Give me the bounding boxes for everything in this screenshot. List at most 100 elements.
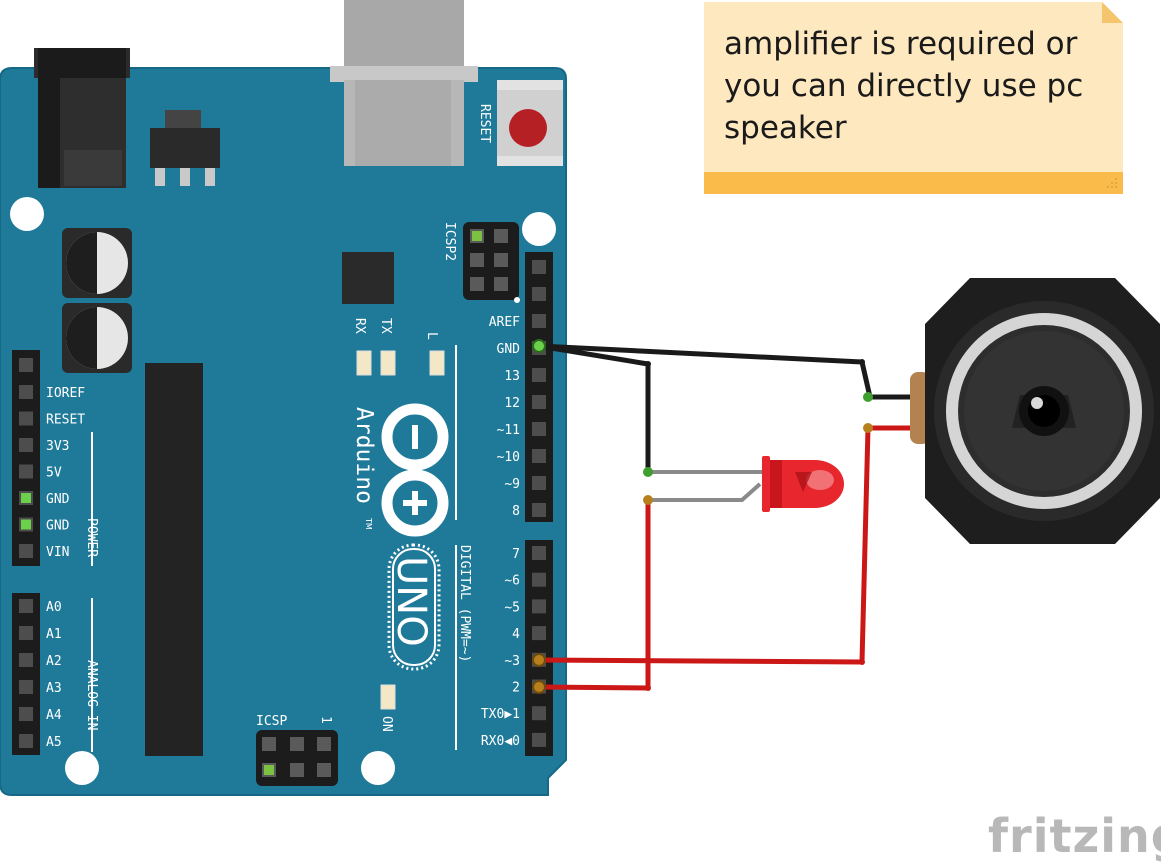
pin-label: A5	[46, 735, 62, 750]
pin-label: 8	[512, 504, 520, 519]
pin-label: ~6	[504, 574, 520, 589]
header-pin	[532, 626, 546, 641]
pin-label: ~9	[504, 477, 520, 492]
usb-connector	[330, 0, 478, 166]
pin-label: A2	[46, 654, 62, 669]
on-led	[380, 684, 396, 710]
header-pin	[532, 368, 546, 382]
pin-connected	[21, 493, 31, 503]
icsp2-header	[463, 222, 519, 300]
note-line: you can directly use pc	[724, 68, 1083, 104]
l-label: L	[424, 332, 439, 340]
reset-button[interactable]	[497, 80, 563, 166]
red-led	[762, 456, 844, 512]
header-pin	[532, 449, 546, 463]
arduino-board: RESET ICSP2 RX TX L Arduino	[0, 0, 567, 796]
header-pin	[532, 572, 546, 587]
header-pin	[19, 626, 33, 640]
header-pin	[532, 732, 546, 747]
icsp-header	[256, 730, 338, 786]
header-pin	[532, 599, 546, 614]
digital-group-label: DIGITAL (PWM=~)	[457, 545, 472, 662]
pin-label: A1	[46, 627, 62, 642]
header-pin	[532, 546, 546, 560]
header-pin	[532, 395, 546, 409]
wire-gnd-speaker	[538, 343, 920, 400]
header-pin	[532, 503, 546, 517]
header-pin	[532, 260, 546, 274]
header-pin	[19, 680, 33, 694]
header-pin	[532, 422, 546, 436]
header-pin	[19, 464, 33, 479]
pin-label: RESET	[46, 413, 85, 428]
header-pin	[19, 599, 33, 613]
header-pin	[19, 438, 33, 452]
pin-label: VIN	[46, 545, 69, 560]
board-pcb	[0, 67, 567, 796]
voltage-regulator	[150, 110, 220, 186]
note: amplifier is required or you can directl…	[704, 2, 1123, 194]
mount-hole	[361, 751, 395, 785]
pin-label: ~3	[504, 654, 520, 669]
digital-header-bottom	[525, 540, 553, 756]
wire-pin3-speaker	[538, 425, 920, 665]
pin-connected	[21, 519, 31, 530]
pin-label: 3V3	[46, 439, 69, 454]
rx-label: RX	[352, 318, 367, 334]
pin-label: IOREF	[46, 386, 85, 401]
fritzing-watermark: fritzing	[988, 809, 1161, 863]
icsp-pin1-label: 1	[318, 716, 333, 724]
wires	[532, 339, 920, 694]
l-led	[429, 350, 445, 376]
power-header	[12, 350, 40, 566]
tx-label: TX	[378, 318, 393, 334]
on-label: ON	[379, 716, 394, 732]
note-line: speaker	[724, 110, 847, 146]
icsp2-label: ICSP2	[442, 222, 457, 261]
pin-label: GND	[46, 492, 70, 507]
header-pin	[532, 476, 546, 490]
power-group-label: POWER	[84, 518, 99, 557]
arduino-logo	[381, 403, 449, 537]
pin-label: GND	[497, 342, 521, 357]
reset-label: RESET	[477, 104, 492, 143]
mount-hole	[10, 197, 44, 231]
header-pin	[532, 314, 546, 328]
header-pin	[19, 544, 33, 558]
mount-hole	[522, 212, 556, 246]
pin-label: ~5	[504, 600, 520, 615]
pin-label: A0	[46, 600, 62, 615]
pin-label: GND	[46, 519, 70, 534]
pin-label: 4	[512, 627, 520, 642]
pin-label: RX0◀0	[481, 734, 520, 749]
header-pin	[19, 411, 33, 426]
tm-label: TM	[364, 517, 373, 530]
header-pin	[19, 707, 33, 721]
header-pin	[532, 706, 546, 721]
analog-group-label: ANALOG IN	[84, 660, 99, 730]
header-pin	[19, 385, 33, 399]
header-pin	[19, 653, 33, 667]
pin-label: A4	[46, 708, 62, 723]
header-pin	[532, 287, 546, 301]
power-jack	[34, 48, 130, 188]
capacitor	[62, 303, 132, 373]
analog-header	[12, 593, 40, 755]
pin-label: 2	[512, 681, 520, 696]
pin-label: 13	[504, 369, 520, 384]
speaker	[910, 278, 1160, 544]
pin-label: 7	[512, 547, 520, 562]
header-pin	[19, 734, 33, 748]
atmega-chip	[145, 363, 203, 756]
pin-label: 5V	[46, 466, 62, 481]
usb-chip	[342, 252, 394, 304]
pin-label: 12	[504, 396, 520, 411]
pin-label: AREF	[489, 315, 520, 330]
tx-led	[380, 350, 396, 376]
capacitor	[62, 228, 132, 298]
uno-label: UNO	[388, 556, 434, 647]
brand-label: Arduino	[351, 407, 377, 504]
mount-hole	[65, 751, 99, 785]
note-line: amplifier is required or	[724, 26, 1078, 62]
